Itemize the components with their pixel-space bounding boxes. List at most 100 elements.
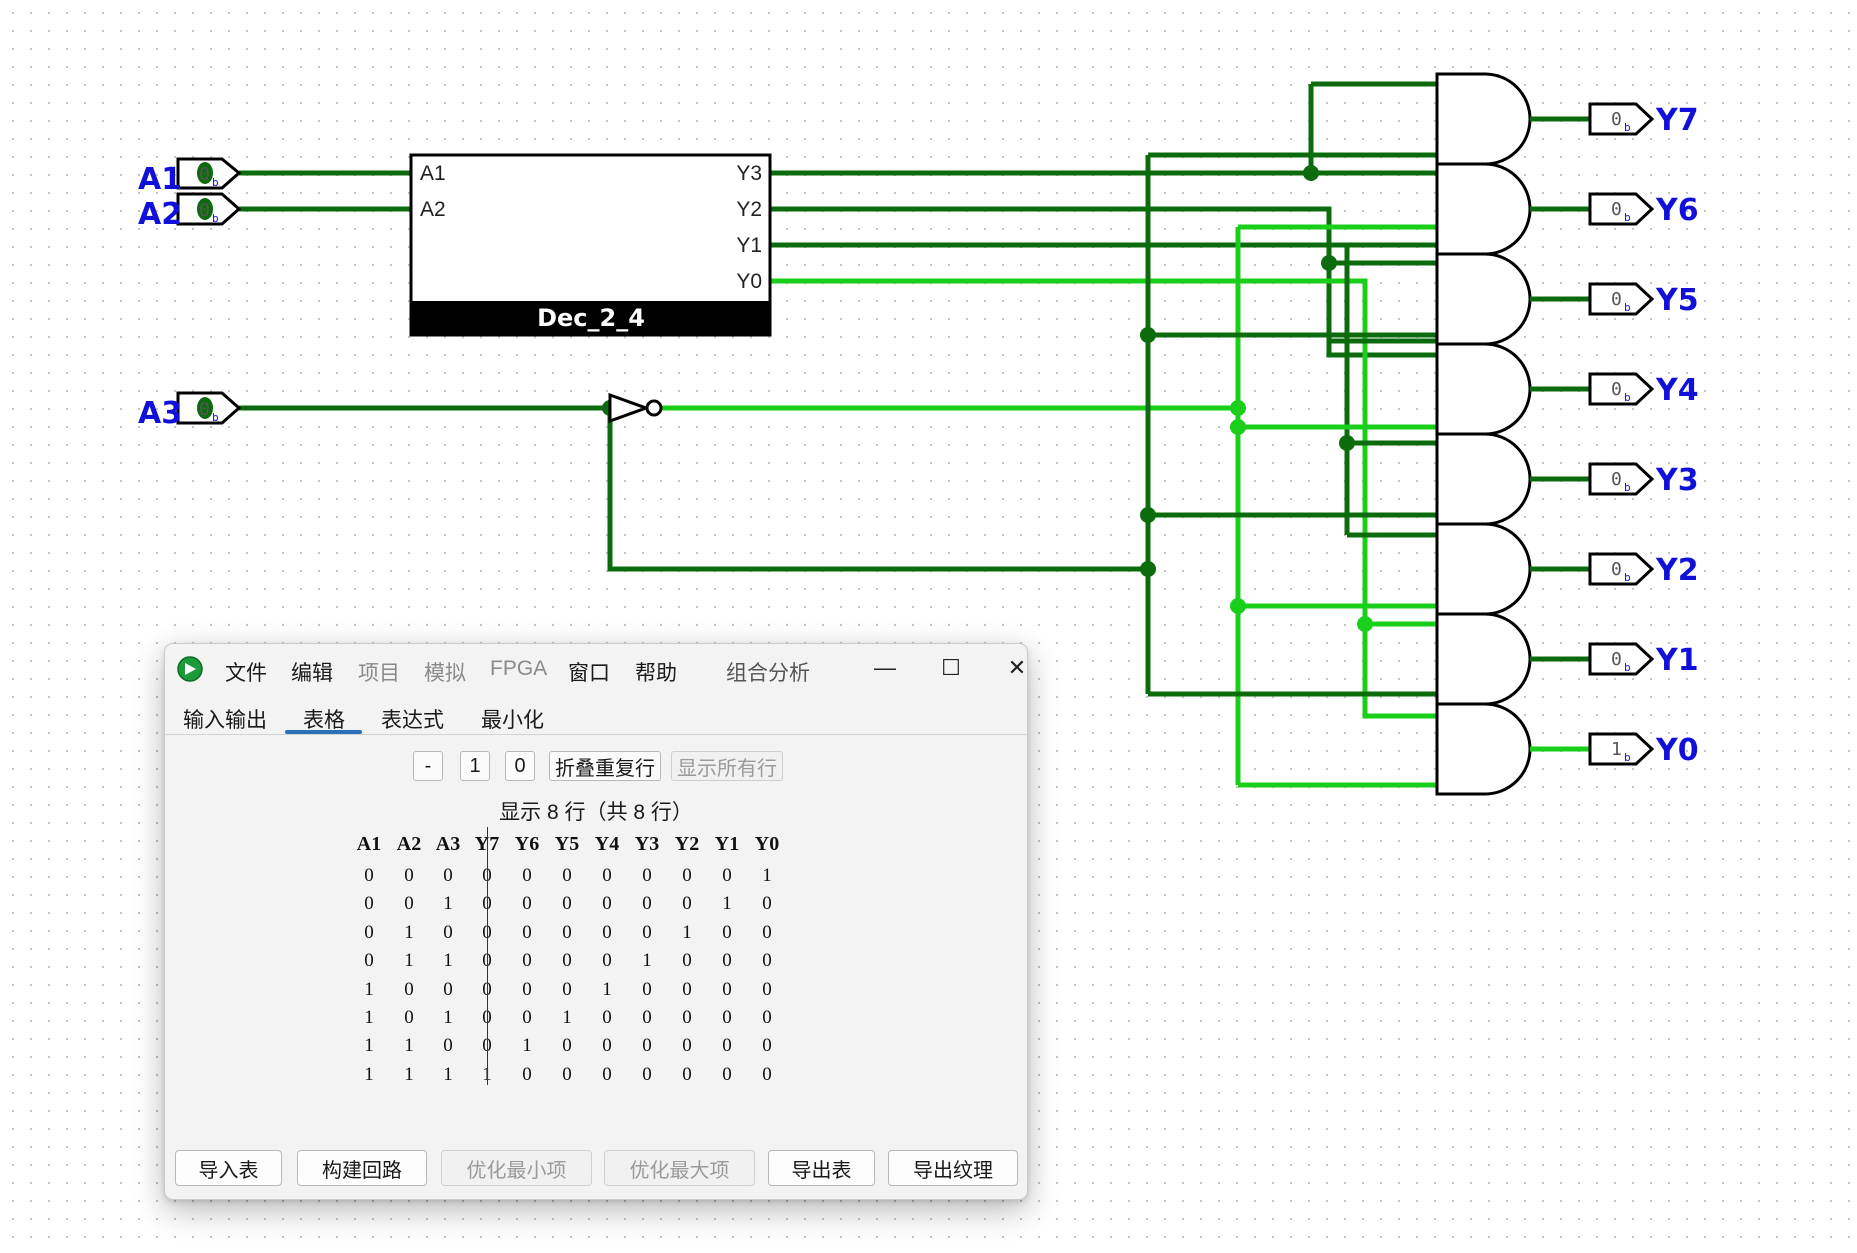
table-cell[interactable]: 0 — [682, 1063, 692, 1085]
table-cell[interactable]: 0 — [762, 950, 772, 972]
table-cell[interactable]: 0 — [602, 1035, 612, 1057]
maximize-button[interactable]: ☐ — [941, 655, 961, 680]
table-cell[interactable]: 0 — [602, 950, 612, 972]
table-cell[interactable]: 0 — [642, 1035, 652, 1057]
table-cell[interactable]: 1 — [762, 865, 772, 886]
table-cell[interactable]: 0 — [762, 1007, 772, 1028]
table-cell[interactable]: 0 — [642, 1007, 652, 1028]
table-cell[interactable]: 0 — [602, 921, 612, 943]
table-cell[interactable]: 0 — [602, 1007, 612, 1028]
table-cell[interactable]: 0 — [562, 978, 572, 1000]
table-cell[interactable]: 0 — [722, 921, 732, 943]
table-cell[interactable]: 0 — [522, 1063, 532, 1085]
table-cell[interactable]: 0 — [722, 978, 732, 1000]
tab-expression[interactable]: 表达式 — [381, 709, 444, 732]
table-cell[interactable]: 1 — [562, 1007, 572, 1028]
and-gate-icon[interactable] — [1435, 702, 1532, 796]
table-cell[interactable]: 0 — [562, 1035, 572, 1057]
optimize-maxterms-button[interactable]: 优化最大项 — [604, 1150, 755, 1186]
and-gate-icon[interactable] — [1435, 72, 1532, 166]
table-cell[interactable]: 0 — [722, 1007, 732, 1028]
tab-inputs-outputs[interactable]: 输入输出 — [183, 709, 267, 732]
window-titlebar[interactable]: 文件 编辑 项目 模拟 FPGA 窗口 帮助 组合分析 — ☐ ✕ — [165, 644, 1027, 694]
minimize-button[interactable]: — — [874, 655, 896, 680]
table-cell[interactable]: 1 — [522, 1035, 532, 1057]
table-cell[interactable]: 0 — [562, 921, 572, 943]
input-pin-a3[interactable]: 0 b A3 — [138, 391, 242, 431]
optimize-minterms-button[interactable]: 优化最小项 — [441, 1150, 592, 1186]
menu-help[interactable]: 帮助 — [635, 662, 677, 685]
collapse-duplicate-rows-button[interactable]: 折叠重复行 — [549, 751, 661, 781]
table-cell[interactable]: 0 — [522, 1007, 532, 1028]
table-cell[interactable]: 0 — [682, 978, 692, 1000]
one-button[interactable]: 1 — [460, 751, 490, 781]
table-cell[interactable]: 0 — [682, 893, 692, 915]
table-cell[interactable]: 0 — [762, 1063, 772, 1085]
table-cell[interactable]: 0 — [762, 921, 772, 943]
and-gate-icon[interactable] — [1435, 522, 1532, 616]
input-pin-a1[interactable]: 0 b A1 — [138, 157, 242, 197]
show-all-rows-button[interactable]: 显示所有行 — [671, 751, 783, 781]
export-table-button[interactable]: 导出表 — [768, 1150, 875, 1186]
table-cell[interactable]: 0 — [522, 865, 532, 886]
table-cell[interactable]: 0 — [602, 865, 612, 886]
and-gate-icon[interactable] — [1435, 162, 1532, 256]
combinational-analysis-window[interactable]: 文件 编辑 项目 模拟 FPGA 窗口 帮助 组合分析 — ☐ ✕ 输入输出 表… — [164, 643, 1028, 1200]
table-cell[interactable]: 0 — [602, 893, 612, 915]
table-cell[interactable]: 0 — [522, 950, 532, 972]
menu-window[interactable]: 窗口 — [568, 662, 610, 685]
menu-fpga[interactable]: FPGA — [490, 657, 548, 680]
close-button[interactable]: ✕ — [1007, 655, 1027, 680]
zero-button[interactable]: 0 — [505, 751, 535, 781]
build-circuit-button[interactable]: 构建回路 — [297, 1150, 427, 1186]
table-cell[interactable]: 1 — [602, 978, 612, 1000]
table-cell[interactable]: 0 — [682, 1007, 692, 1028]
table-cell[interactable]: 0 — [562, 950, 572, 972]
and-gate-icon[interactable] — [1435, 252, 1532, 346]
minus-button[interactable]: - — [413, 751, 443, 781]
table-cell[interactable]: 0 — [642, 1063, 652, 1085]
and-gate-icon[interactable] — [1435, 432, 1532, 526]
table-cell[interactable]: 0 — [762, 893, 772, 915]
and-gate-icon[interactable] — [1435, 342, 1532, 436]
table-cell[interactable]: 0 — [522, 921, 532, 943]
table-cell[interactable]: 0 — [522, 893, 532, 915]
table-cell[interactable]: 0 — [762, 978, 772, 1000]
table-cell[interactable]: 1 — [682, 921, 692, 943]
table-cell[interactable]: 0 — [642, 921, 652, 943]
table-cell[interactable]: 1 — [642, 950, 652, 972]
table-cell[interactable]: 0 — [722, 1063, 732, 1085]
import-table-button[interactable]: 导入表 — [175, 1150, 282, 1186]
table-cell[interactable]: 0 — [762, 1035, 772, 1057]
table-cell[interactable]: 0 — [562, 865, 572, 886]
tab-minimize[interactable]: 最小化 — [481, 709, 544, 732]
table-cell[interactable]: 0 — [722, 1035, 732, 1057]
table-cell[interactable]: 0 — [642, 893, 652, 915]
menu-project[interactable]: 项目 — [358, 662, 400, 685]
and-gate-icon[interactable] — [1435, 612, 1532, 706]
not-gate-icon[interactable] — [608, 392, 663, 424]
menu-file[interactable]: 文件 — [225, 662, 267, 685]
input-pin-a2[interactable]: 0 b A2 — [138, 192, 242, 232]
menu-simulate[interactable]: 模拟 — [424, 662, 466, 685]
table-cell[interactable]: 0 — [642, 865, 652, 886]
menu-edit[interactable]: 编辑 — [291, 662, 333, 685]
table-cell[interactable]: 0 — [642, 978, 652, 1000]
table-cell[interactable]: 0 — [722, 950, 732, 972]
table-cell[interactable]: 0 — [602, 1063, 612, 1085]
tab-table[interactable]: 表格 — [303, 709, 345, 732]
table-cell[interactable]: 0 — [682, 1035, 692, 1057]
table-cell[interactable]: 0 — [522, 978, 532, 1000]
table-cell[interactable]: 0 — [682, 950, 692, 972]
table-cell[interactable]: 0 — [722, 865, 732, 886]
table-cell[interactable]: 0 — [562, 893, 572, 915]
table-cell[interactable]: 0 — [682, 865, 692, 886]
decoder-dec-2-4[interactable]: A1 A2 Y3 Y2 Y1 Y0 Dec_2_4 — [409, 153, 772, 337]
